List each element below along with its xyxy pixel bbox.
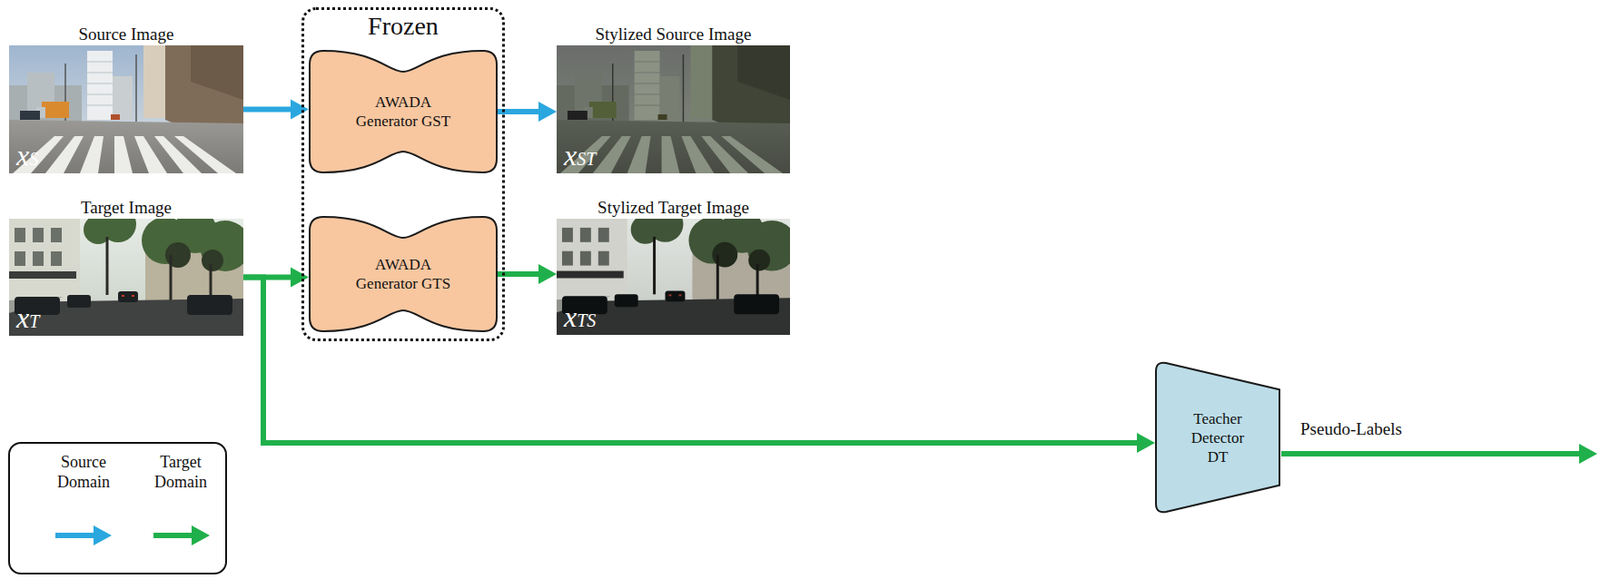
connector: [243, 99, 309, 120]
legend-label: Target Domain: [142, 452, 219, 493]
image-area: xTS: [556, 218, 791, 336]
source-arrow-head: [93, 525, 112, 546]
bowtie-path: [309, 50, 497, 173]
connector: [497, 101, 557, 122]
image-panel: Stylized Source Image xST: [556, 23, 791, 174]
output-label: Pseudo-Labels: [1300, 419, 1403, 440]
image-title: Stylized Target Image: [556, 197, 791, 219]
arrow-head: [290, 99, 309, 120]
generator-shape: AWADA Generator GST: [308, 49, 498, 174]
generator-shape: AWADA Generator GTS: [308, 216, 498, 333]
image-area: xS: [9, 45, 244, 174]
group-title: Frozen: [304, 9, 503, 41]
image-panel: Source Image xS: [9, 23, 244, 174]
arrow-head: [538, 101, 557, 122]
bowtie-path: [309, 217, 497, 332]
target-arrow-head: [191, 525, 210, 546]
image-area: xST: [556, 45, 791, 174]
image-symbol: xST: [563, 140, 596, 170]
arrow-head: [290, 267, 309, 288]
image-symbol: xS: [16, 140, 39, 170]
source-arrow-sample: [55, 533, 96, 539]
text-holder: AWADA Generator GST: [308, 49, 498, 174]
image-area: xT: [9, 218, 244, 336]
generator-outline: [308, 49, 498, 174]
target-photo: [9, 218, 244, 336]
image-title: Source Image: [9, 23, 244, 46]
arrow-head: [1579, 444, 1598, 465]
frozen-group: FrozenAWADA Generator GST AWADA Generator…: [301, 7, 505, 342]
image-panel: Target Image xT: [9, 197, 244, 336]
arrow-head: [1136, 433, 1156, 454]
text-holder: Teacher Detector DT: [1155, 360, 1281, 515]
text-holder: AWADA Generator GTS: [308, 216, 498, 333]
source-photo: [9, 45, 244, 174]
target-arrow-sample: [153, 533, 194, 539]
generator-label: AWADA Generator GTS: [345, 255, 462, 294]
image-symbol: xTS: [563, 302, 596, 332]
generator-label: AWADA Generator GST: [345, 92, 462, 131]
trapezoid-path: [1155, 363, 1280, 514]
image-panel: Stylized Target Image xTS: [556, 197, 791, 336]
connector-line: [243, 107, 293, 113]
legend-label: Source Domain: [45, 452, 122, 493]
detector-label: Teacher Detector DT: [1179, 409, 1256, 467]
image-title: Stylized Source Image: [556, 23, 791, 46]
legend-samples: [8, 522, 228, 550]
pseudo-label-arrow: [1275, 440, 1600, 468]
arrow-shaft: [1281, 451, 1581, 457]
image-title: Target Image: [9, 197, 244, 219]
detector-shape: Teacher Detector DT: [1155, 360, 1281, 515]
image-symbol: xT: [16, 303, 40, 333]
arrow-head: [538, 264, 557, 285]
generator-outline: [308, 216, 498, 333]
connector: [497, 264, 557, 285]
